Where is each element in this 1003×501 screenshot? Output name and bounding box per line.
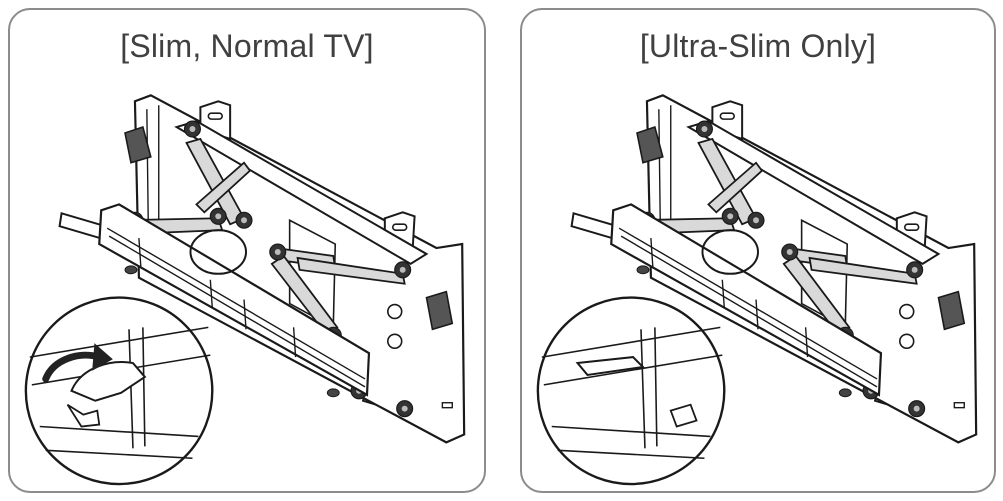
pivot-bolt-core-7 — [400, 267, 406, 273]
plate-slot — [954, 403, 964, 408]
pivot-bolt-core-5 — [787, 249, 793, 255]
rail-knob-1 — [637, 266, 649, 274]
wall-mount-illustration-slim — [10, 10, 484, 491]
plate-hole-1 — [388, 305, 402, 319]
top-tab-slot — [720, 113, 734, 119]
pivot-bolt-core-7 — [912, 267, 918, 273]
pivot-bolt-core-5 — [275, 249, 281, 255]
rail-knob-2 — [839, 389, 851, 397]
pivot-bolt-core-2 — [753, 217, 759, 223]
side-tab-slot — [393, 224, 407, 230]
rail-knob-1 — [125, 266, 137, 274]
pivot-bolt-core-4 — [215, 213, 221, 219]
rail-knob-2 — [327, 389, 339, 397]
plate-slot — [442, 403, 452, 408]
plate-hole-2 — [900, 334, 914, 348]
top-tab-slot — [208, 113, 222, 119]
plate-hole-1 — [900, 305, 914, 319]
pivot-bolt-core-1 — [701, 126, 707, 132]
pivot-bolt-core-1 — [189, 126, 195, 132]
pivot-bolt-core-2 — [241, 217, 247, 223]
pivot-bolt-core-9 — [402, 406, 408, 412]
wall-mount-illustration-ultra-slim — [522, 10, 994, 491]
panel-slim-normal-tv: [Slim, Normal TV] — [8, 8, 486, 493]
magnified-detail-circle — [538, 298, 724, 484]
side-tab-slot — [905, 224, 919, 230]
pivot-bolt-core-9 — [914, 406, 920, 412]
pivot-bolt-core-4 — [727, 213, 733, 219]
plate-hole-2 — [388, 334, 402, 348]
panel-ultra-slim: [Ultra-Slim Only] — [520, 8, 996, 493]
